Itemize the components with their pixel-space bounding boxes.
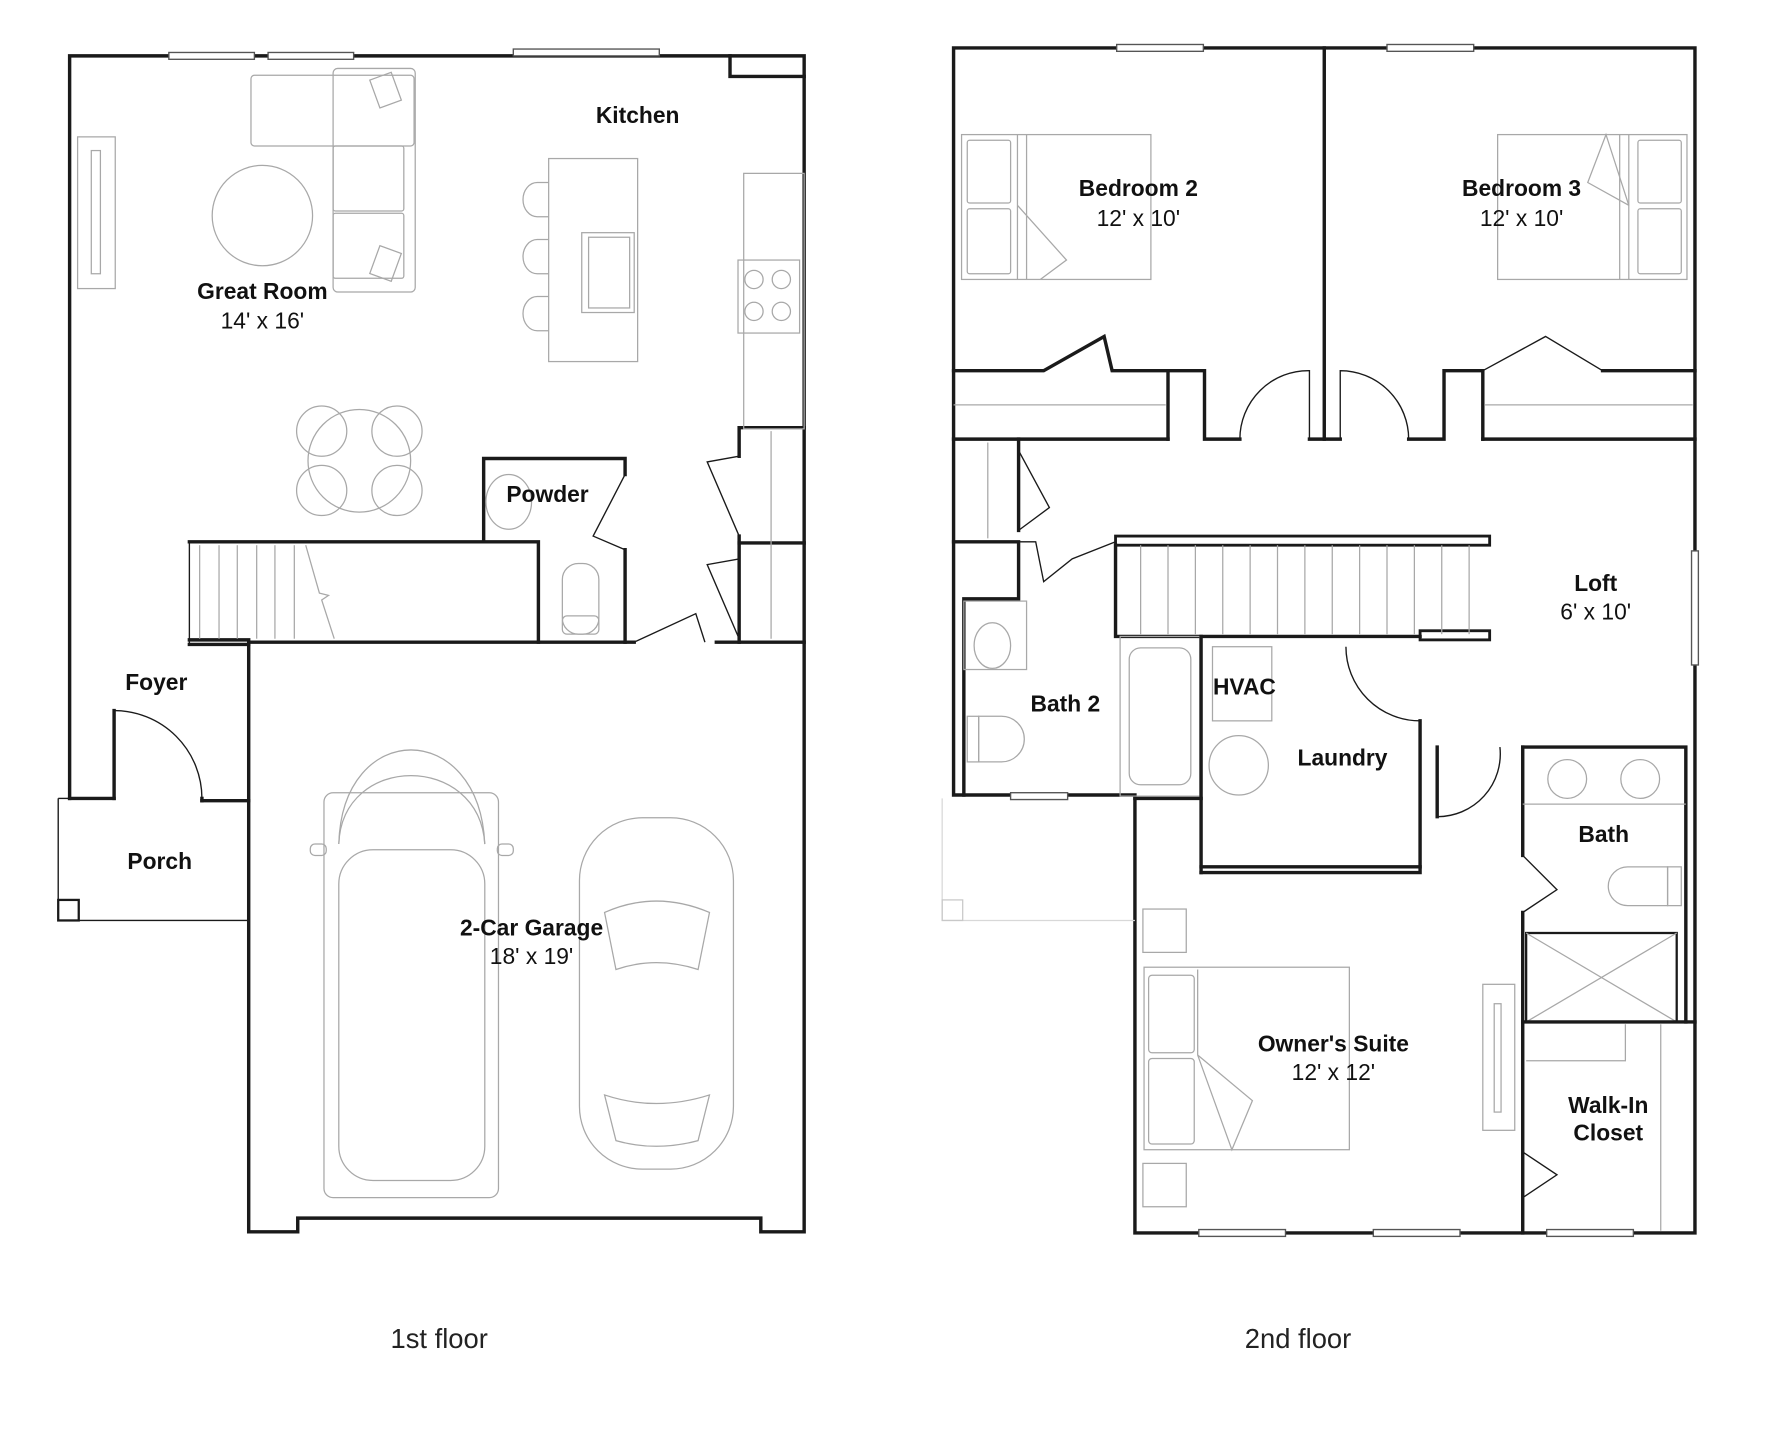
coffee-table [211,164,314,267]
room-dims-owners-suite: 12' x 12' [1292,1059,1376,1085]
room-dims-bedroom-3: 12' x 10' [1480,205,1564,231]
room-label-bedroom-3: Bedroom 3 [1462,175,1581,201]
room-label-kitchen: Kitchen [596,102,680,128]
room-label-foyer: Foyer [125,669,187,695]
room-label-walk-in: Walk-In [1568,1092,1648,1118]
room-label-powder: Powder [506,481,588,507]
tv-console [76,136,116,290]
second-floor-plan [941,43,1700,1238]
first-floor-plan [57,48,806,1234]
room-dims-garage: 18' x 19' [490,943,574,969]
room-dims-bedroom-2: 12' x 10' [1097,205,1181,231]
room-label-laundry: Laundry [1298,744,1388,770]
floor-label-2nd: 2nd floor [1245,1323,1351,1354]
sectional-sofa [250,67,416,293]
room-label-hvac: HVAC [1213,674,1276,700]
room-label-bath-2: Bath 2 [1031,691,1101,717]
car [578,817,735,1170]
room-label-garage: 2-Car Garage [460,914,603,940]
floor-label-1st: 1st floor [391,1323,488,1354]
room-label-owners-suite: Owner's Suite [1258,1031,1409,1057]
room-dims-loft: 6' x 10' [1560,598,1631,624]
room-label-loft: Loft [1574,570,1617,596]
room-label-bath: Bath [1578,821,1629,847]
dining-table [295,405,423,517]
room-dims-great-room: 14' x 16' [221,307,305,333]
room-label-bedroom-2: Bedroom 2 [1079,175,1198,201]
room-label-closet: Closet [1573,1120,1643,1146]
truck [309,749,514,1199]
room-label-great-room: Great Room [197,278,327,304]
room-label-porch: Porch [127,848,192,874]
kitchen-counter [737,172,805,430]
kitchen-island [522,157,639,363]
